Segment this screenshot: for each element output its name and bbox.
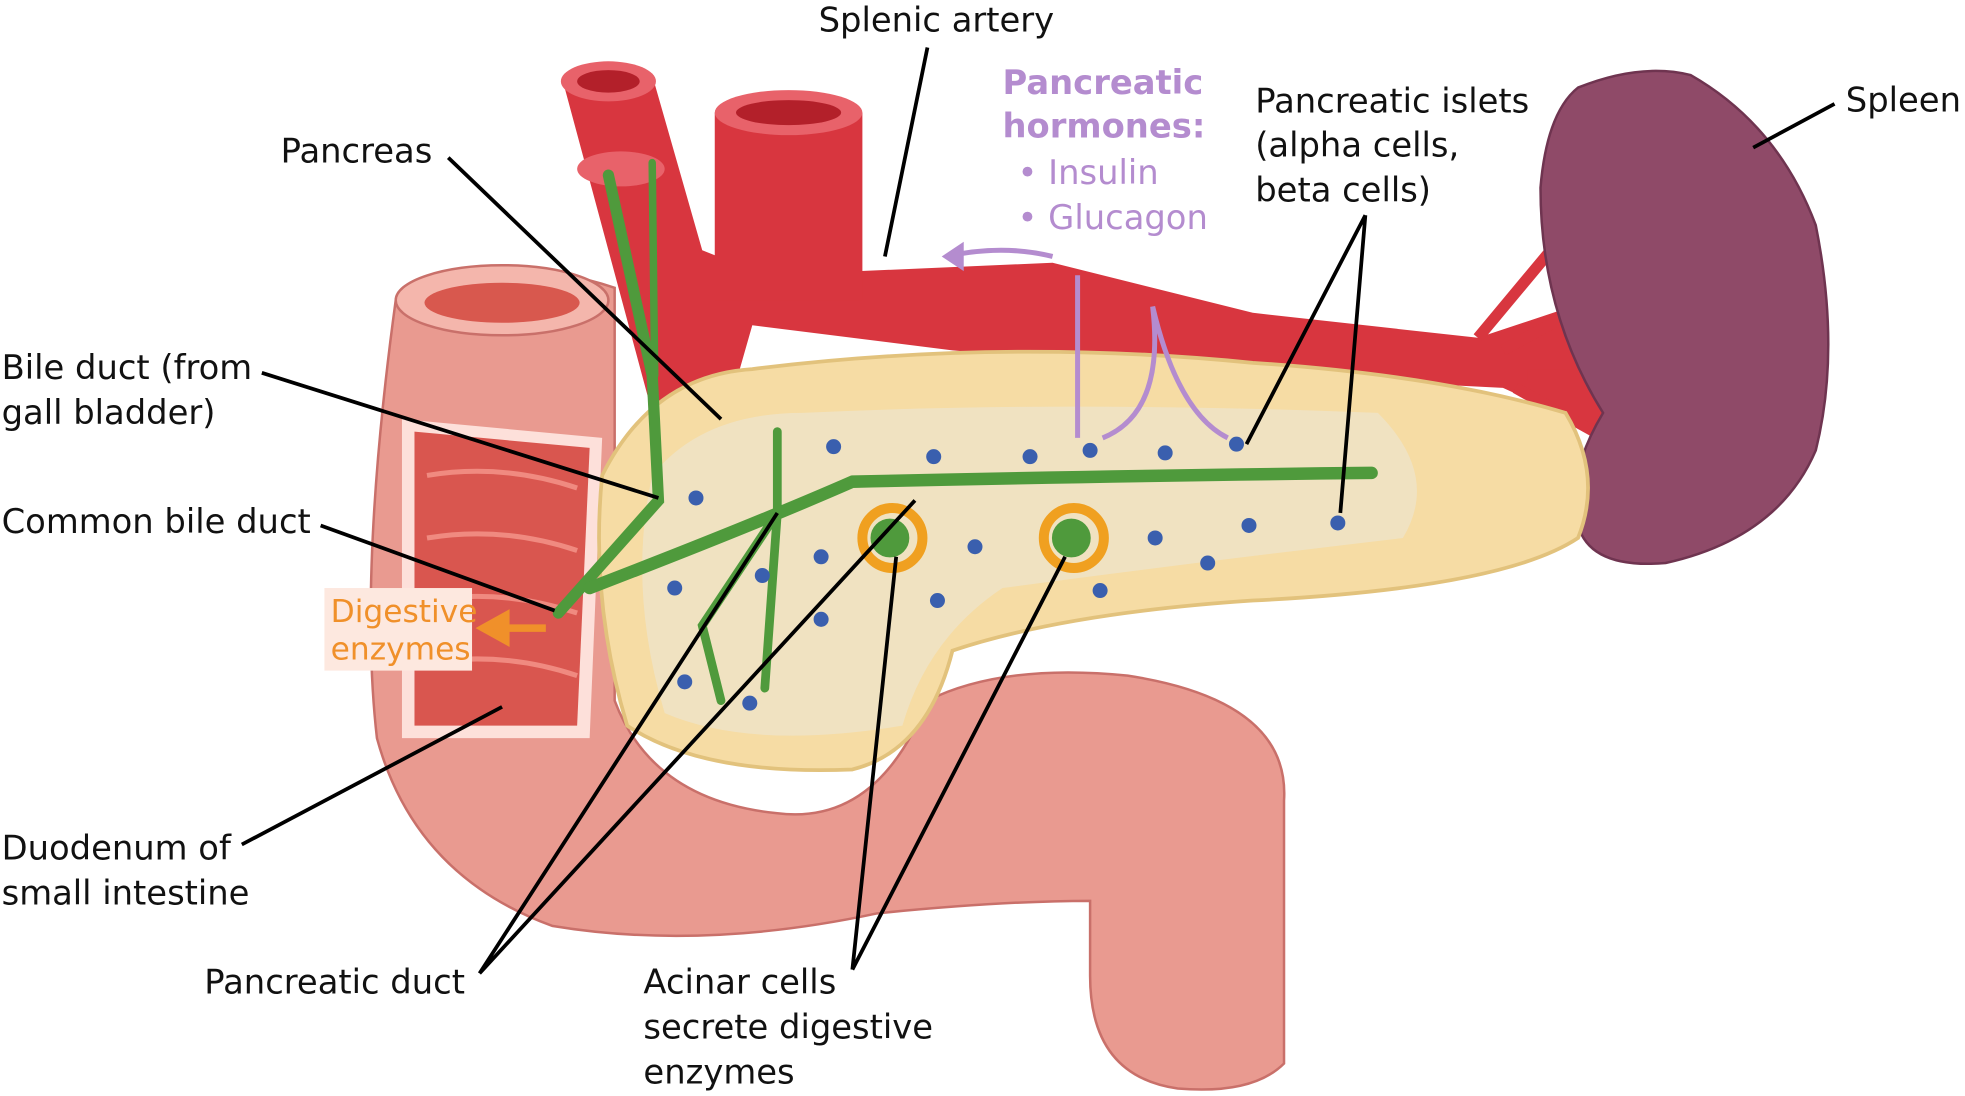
- splenic-artery-illustration: [560, 61, 1644, 456]
- label-digestive-enzymes-1: Digestive: [331, 594, 478, 630]
- duct-illustration: [552, 158, 1378, 706]
- islets-illustration: [667, 436, 1346, 711]
- label-acinar-1: Acinar cells: [643, 962, 836, 1001]
- label-pancreatic-duct: Pancreatic duct: [204, 962, 465, 1001]
- label-bile-duct-1: Bile duct (from: [2, 348, 253, 387]
- label-hormones-title-2: hormones:: [1003, 107, 1206, 146]
- acinar-cells-illustration: [857, 502, 1109, 574]
- label-islets-3: beta cells): [1255, 170, 1431, 209]
- label-spleen: Spleen: [1846, 80, 1961, 119]
- label-common-bile-duct: Common bile duct: [2, 502, 311, 541]
- label-pancreas: Pancreas: [281, 132, 433, 171]
- leader-lines: [240, 47, 1836, 975]
- label-bile-duct-2: gall bladder): [2, 393, 216, 432]
- label-hormones-title-1: Pancreatic: [1003, 63, 1204, 102]
- digestive-enzymes-arrow: [475, 609, 546, 647]
- duodenum-illustration: [369, 263, 1286, 1091]
- label-islets-2: (alpha cells,: [1255, 125, 1459, 164]
- label-digestive-enzymes-2: enzymes: [331, 631, 471, 667]
- label-islets-1: Pancreatic islets: [1255, 82, 1529, 121]
- spleen-illustration: [1539, 69, 1830, 565]
- hormone-arrows: [941, 241, 1229, 441]
- enzymes-label-box: [324, 588, 473, 671]
- label-splenic-artery: Splenic artery: [819, 0, 1055, 39]
- label-acinar-2: secrete digestive: [643, 1007, 933, 1046]
- label-acinar-3: enzymes: [643, 1052, 794, 1091]
- label-duodenum-2: small intestine: [2, 874, 250, 913]
- label-duodenum-1: Duodenum of: [2, 829, 232, 868]
- label-insulin: • Insulin: [1018, 153, 1159, 192]
- label-glucagon: • Glucagon: [1018, 198, 1208, 237]
